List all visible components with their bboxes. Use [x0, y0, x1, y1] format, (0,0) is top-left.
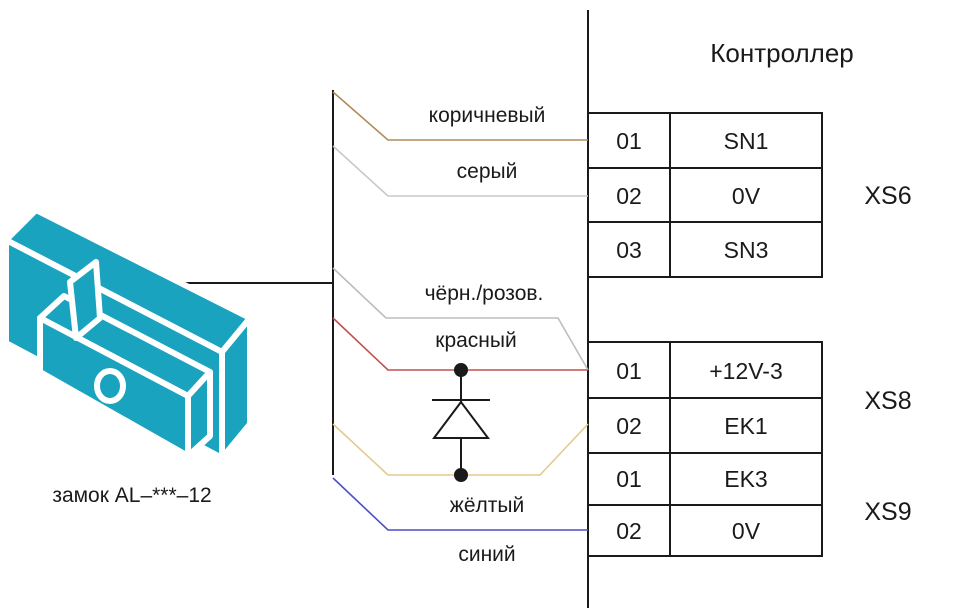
xs8-pin-01: 01	[616, 358, 642, 384]
xs9-signal-ek3: EK3	[724, 466, 767, 492]
wire-grey	[332, 145, 588, 197]
wire-label-grey: серый	[457, 160, 518, 183]
wire-blue	[332, 477, 588, 531]
xs8-label: XS8	[864, 387, 911, 415]
xs8-signal-ek1: EK1	[724, 413, 767, 439]
xs9-pin-02: 02	[616, 518, 642, 544]
xs6-label: XS6	[864, 182, 911, 210]
wire-label-brown: коричневый	[429, 104, 546, 127]
diode-icon	[432, 363, 490, 482]
wire-label-blue: синий	[458, 543, 515, 566]
xs6-signal-sn3: SN3	[724, 237, 769, 263]
xs6-pin-03: 03	[616, 237, 642, 263]
xs6-pin-01: 01	[616, 128, 642, 154]
wire-label-red: красный	[435, 329, 516, 352]
cable-trunk	[160, 90, 334, 475]
connector-xs6	[587, 112, 823, 278]
xs9-label: XS9	[864, 498, 911, 526]
wire-label-black-pink: чёрн./розов.	[425, 282, 544, 305]
xs6-signal-sn1: SN1	[724, 128, 769, 154]
wire-label-yellow: жёлтый	[450, 494, 524, 517]
xs9-pin-01: 01	[616, 466, 642, 492]
xs9-signal-0v: 0V	[732, 518, 761, 544]
lock-caption: замок AL–***–12	[52, 484, 211, 507]
xs8-pin-02: 02	[616, 413, 642, 439]
connector-xs8-xs9	[587, 341, 823, 557]
controller-title: Контроллер	[710, 38, 853, 68]
electromagnetic-lock-icon	[3, 207, 253, 461]
xs6-signal-0v: 0V	[732, 183, 761, 209]
wire-black-pink	[332, 267, 589, 371]
xs8-signal-12v: +12V-3	[709, 358, 783, 384]
wire-red	[332, 317, 588, 371]
xs6-pin-02: 02	[616, 183, 642, 209]
wire-brown	[332, 91, 588, 141]
